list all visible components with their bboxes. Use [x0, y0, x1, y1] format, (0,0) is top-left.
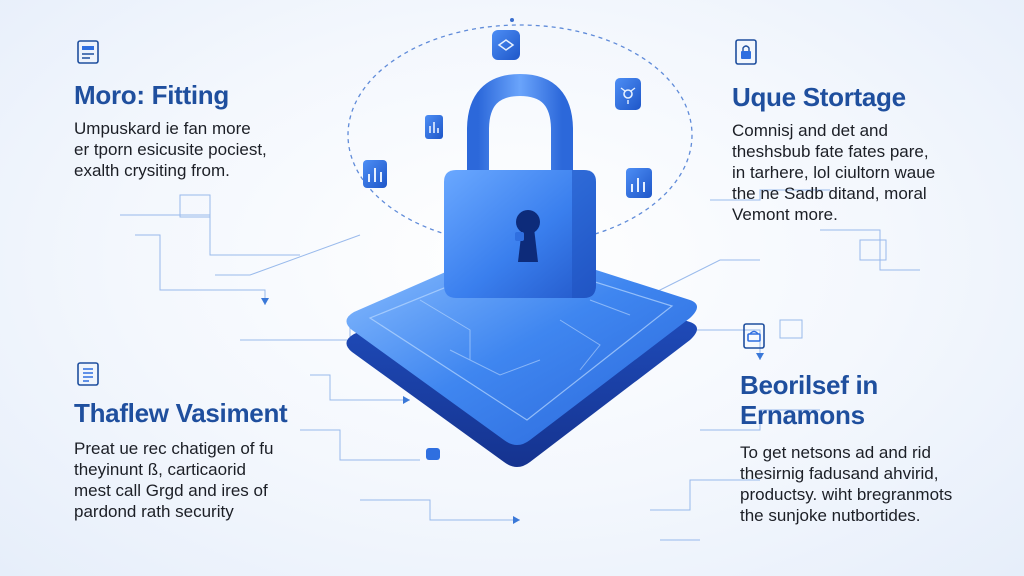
- floating-dot: [426, 448, 440, 460]
- feature-title-top-left: Moro: Fitting: [74, 80, 229, 110]
- circuit-arrows: [261, 298, 764, 524]
- padlock: [444, 73, 596, 298]
- feature-title-bottom-left: Thaflew Vasiment: [74, 398, 288, 428]
- chart-icon: [626, 168, 652, 198]
- feature-title-top-right: Uque Stortage: [732, 82, 906, 112]
- feature-block-bottom-right: Beorilsef in Ernamons To get netsons ad …: [740, 322, 952, 526]
- signal-icon: [425, 115, 443, 139]
- data-cube-icon: [492, 18, 520, 60]
- feature-block-top-right: Uque Stortage Comnisj and det and theshs…: [732, 38, 935, 225]
- network-node-icon: [615, 78, 641, 110]
- feature-title-bottom-right: Beorilsef in Ernamons: [740, 370, 878, 430]
- feature-text-top-right: Comnisj and det and theshsbub fate fates…: [732, 121, 936, 224]
- circuit-lines: [120, 189, 920, 541]
- document-lock-icon: [732, 38, 760, 66]
- feature-text-top-left: Umpuskard ie fan more er tporn esicusite…: [74, 119, 267, 180]
- feature-block-top-left: Moro: Fitting Umpuskard ie fan more er t…: [74, 38, 267, 181]
- document-list-icon: [74, 38, 102, 66]
- safe-box-icon: [740, 322, 768, 350]
- checklist-icon: [74, 360, 102, 388]
- platform: [346, 244, 697, 467]
- bar-chart-icon: [363, 160, 387, 188]
- feature-text-bottom-right: To get netsons ad and rid thesirnig fadu…: [740, 443, 953, 525]
- feature-text-bottom-left: Preat ue rec chatigen of fu theyinunt ß,…: [74, 439, 274, 521]
- feature-block-bottom-left: Thaflew Vasiment Preat ue rec chatigen o…: [74, 360, 288, 522]
- orbit-dot: [515, 232, 524, 241]
